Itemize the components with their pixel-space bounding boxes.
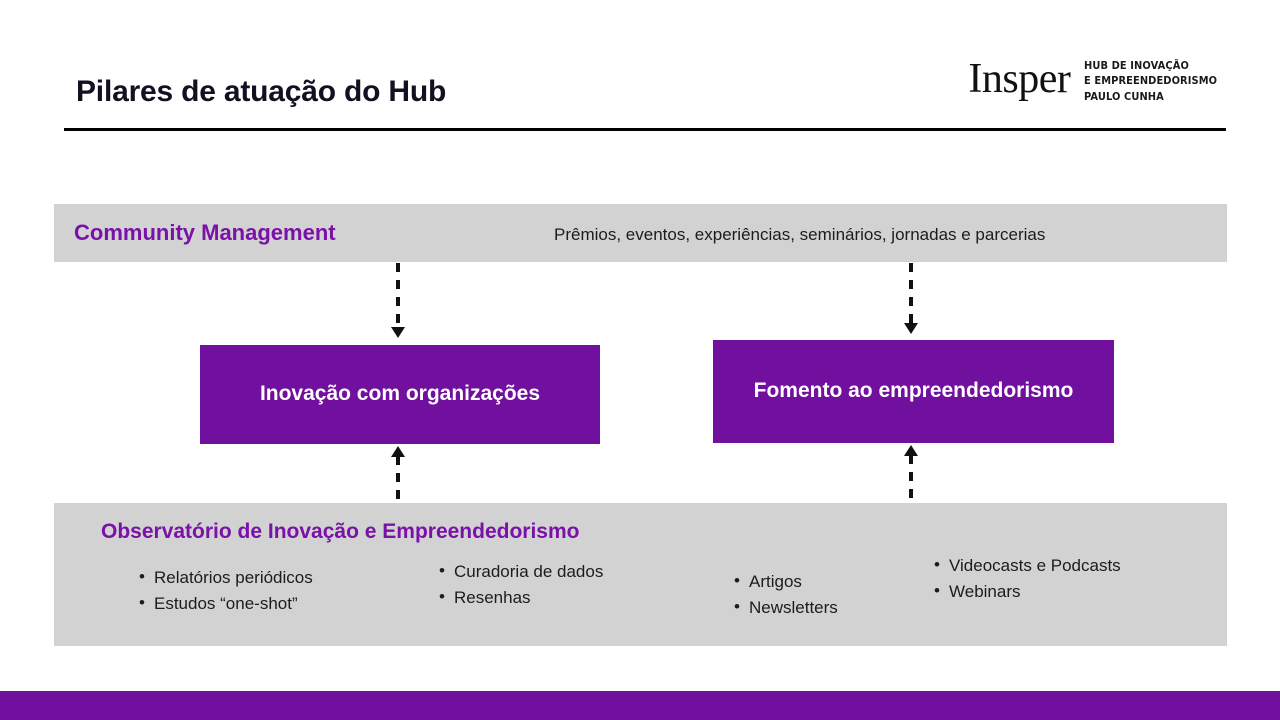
list-item: Estudos “one-shot” bbox=[139, 590, 313, 617]
bullet-list: Relatórios periódicos Estudos “one-shot” bbox=[139, 564, 313, 618]
logo-subtitle: HUB DE INOVAÇÃO E EMPREENDEDORISMO PAULO… bbox=[1084, 58, 1226, 103]
arrow-stem bbox=[396, 263, 400, 329]
logo-subtitle-line-2: E EMPREENDEDORISMO bbox=[1084, 75, 1218, 88]
bullet-list: Curadoria de dados Resenhas bbox=[439, 558, 603, 612]
pillar-box-fomento-ao-empreendedorismo: Fomento ao empreendedorismo bbox=[713, 340, 1114, 443]
title-divider-rule bbox=[64, 128, 1226, 131]
list-item: Videocasts e Podcasts bbox=[934, 552, 1121, 579]
observatory-column-2: Curadoria de dados Resenhas bbox=[439, 558, 603, 612]
list-item: Resenhas bbox=[439, 584, 603, 611]
arrow-down-to-fomento-icon bbox=[904, 263, 918, 341]
logo-subtitle-line-1: HUB DE INOVAÇÃO bbox=[1084, 60, 1190, 73]
list-item: Webinars bbox=[934, 578, 1121, 605]
community-management-band: Community Management Prêmios, eventos, e… bbox=[54, 204, 1227, 262]
arrow-up-to-fomento-icon bbox=[904, 445, 918, 504]
observatory-column-3: Artigos Newsletters bbox=[734, 568, 838, 622]
observatory-band: Observatório de Inovação e Empreendedori… bbox=[54, 503, 1227, 646]
page-title: Pilares de atuação do Hub bbox=[76, 75, 447, 108]
list-item: Newsletters bbox=[734, 594, 838, 621]
observatory-title: Observatório de Inovação e Empreendedori… bbox=[101, 520, 580, 543]
community-management-title: Community Management bbox=[74, 220, 336, 245]
pillar-box-inovacao-com-organizacoes: Inovação com organizações bbox=[200, 345, 600, 444]
list-item: Curadoria de dados bbox=[439, 558, 603, 585]
arrow-head bbox=[904, 445, 918, 456]
arrow-head bbox=[391, 327, 405, 338]
list-item: Artigos bbox=[734, 568, 838, 595]
bullet-list: Artigos Newsletters bbox=[734, 568, 838, 622]
bullet-list: Videocasts e Podcasts Webinars bbox=[934, 552, 1121, 606]
logo-subtitle-line-3: PAULO CUNHA bbox=[1084, 90, 1165, 103]
footer-accent-bar bbox=[0, 691, 1280, 720]
arrow-stem bbox=[909, 455, 913, 504]
arrow-down-to-inovacao-icon bbox=[391, 263, 405, 345]
observatory-column-4: Videocasts e Podcasts Webinars bbox=[934, 552, 1121, 606]
community-management-description: Prêmios, eventos, experiências, seminári… bbox=[554, 225, 1046, 244]
insper-logo: Insper HUB DE INOVAÇÃO E EMPREENDEDORISM… bbox=[968, 58, 1226, 104]
arrow-head bbox=[904, 323, 918, 334]
slide-header: Pilares de atuação do Hub Insper HUB DE … bbox=[0, 0, 1280, 132]
list-item: Relatórios periódicos bbox=[139, 564, 313, 591]
arrow-stem bbox=[396, 456, 400, 504]
observatory-column-1: Relatórios periódicos Estudos “one-shot” bbox=[139, 564, 313, 618]
arrow-head bbox=[391, 446, 405, 457]
arrow-stem bbox=[909, 263, 913, 325]
observatory-bullet-columns: Relatórios periódicos Estudos “one-shot”… bbox=[54, 552, 1227, 639]
insper-wordmark: Insper bbox=[968, 56, 1071, 102]
arrow-up-to-inovacao-icon bbox=[391, 446, 405, 504]
